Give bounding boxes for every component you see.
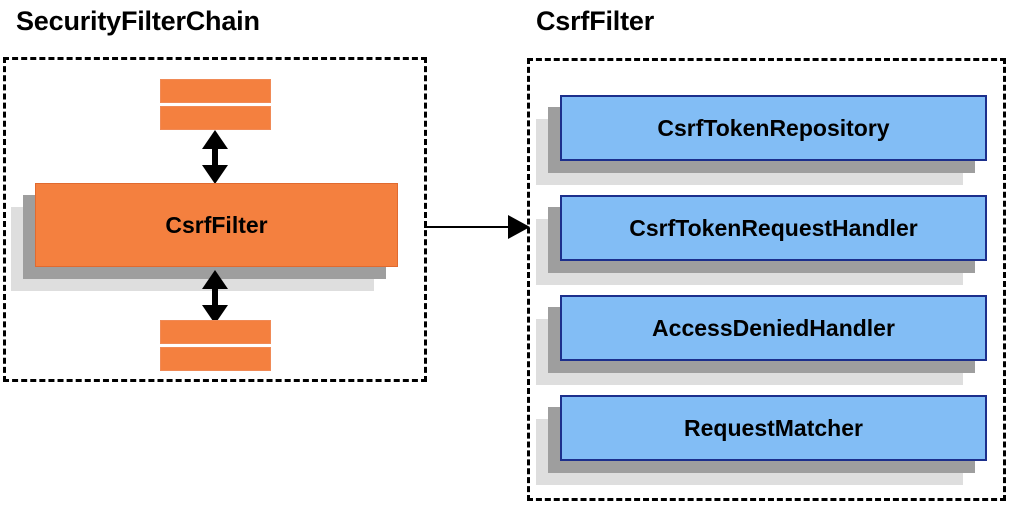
component-box-request-matcher[interactable]: RequestMatcher <box>536 395 987 485</box>
arrow-shaft-above <box>212 142 218 172</box>
filter-bar-above-2 <box>160 106 271 130</box>
component-face: CsrfTokenRequestHandler <box>560 195 987 261</box>
component-face: CsrfTokenRepository <box>560 95 987 161</box>
component-label: RequestMatcher <box>684 414 863 441</box>
connector-arrow-head <box>508 215 530 239</box>
arrow-down-head-above <box>202 165 228 184</box>
component-label: CsrfTokenRepository <box>657 114 890 141</box>
csrf-filter-box[interactable]: CsrfFilter <box>11 183 398 291</box>
component-label: AccessDeniedHandler <box>652 314 895 341</box>
security-filter-chain-panel <box>3 57 427 382</box>
csrf-filter-face: CsrfFilter <box>35 183 398 267</box>
filter-bar-above-1 <box>160 79 271 103</box>
filter-bar-below-2 <box>160 347 271 371</box>
component-box-csrf-token-request-handler[interactable]: CsrfTokenRequestHandler <box>536 195 987 285</box>
arrow-down-head-below <box>202 305 228 324</box>
right-panel-title: CsrfFilter <box>536 6 655 36</box>
component-face: AccessDeniedHandler <box>560 295 987 361</box>
left-panel-title: SecurityFilterChain <box>16 6 260 36</box>
component-face: RequestMatcher <box>560 395 987 461</box>
connector-arrow-line <box>424 226 510 228</box>
arrow-shaft-below <box>212 282 218 312</box>
arrow-up-head-below <box>202 270 228 289</box>
component-box-access-denied-handler[interactable]: AccessDeniedHandler <box>536 295 987 385</box>
csrf-filter-detail-panel <box>527 58 1006 501</box>
csrf-filter-label: CsrfFilter <box>165 211 268 238</box>
arrow-up-head-above <box>202 130 228 149</box>
component-box-csrf-token-repository[interactable]: CsrfTokenRepository <box>536 95 987 185</box>
component-label: CsrfTokenRequestHandler <box>629 214 918 241</box>
filter-bar-below-1 <box>160 320 271 344</box>
